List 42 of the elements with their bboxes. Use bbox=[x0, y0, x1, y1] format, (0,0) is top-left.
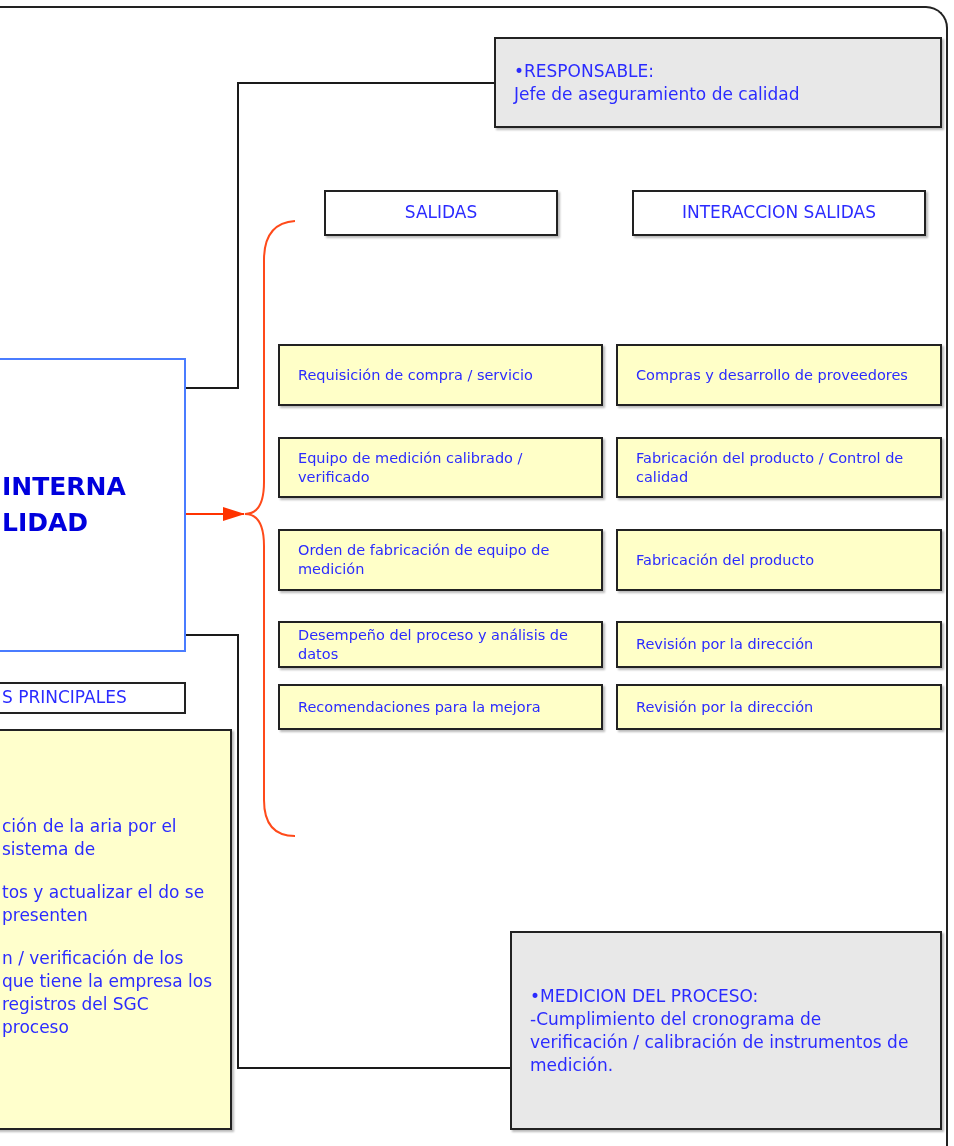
box-text: tos y actualizar el do se presenten bbox=[2, 881, 206, 927]
box-text: Revisión por la dirección bbox=[636, 697, 815, 717]
output-box bbox=[616, 344, 942, 406]
output-box bbox=[616, 621, 942, 668]
curly-brace bbox=[244, 220, 296, 837]
box-text: Desempeño del proceso y análisis de datos bbox=[298, 625, 569, 664]
info-box bbox=[494, 37, 942, 128]
box-text: Requisición de compra / servicio bbox=[298, 365, 534, 385]
info-box bbox=[510, 931, 942, 1130]
output-box bbox=[278, 344, 603, 406]
arrow bbox=[185, 507, 245, 521]
box-text: n / verificación de los que tiene la empresa los registros del SGC proceso bbox=[2, 947, 213, 1039]
box-text: Jefe de aseguramiento de calidad bbox=[514, 82, 801, 106]
box-text: SALIDAS bbox=[404, 201, 478, 225]
box-text: Revisión por la dirección bbox=[636, 635, 815, 654]
output-box bbox=[278, 684, 603, 730]
box-text: Equipo de medición calibrado / verificado bbox=[298, 448, 524, 487]
section-header bbox=[0, 682, 186, 714]
box-text: Recomendaciones para la mejora bbox=[298, 697, 542, 717]
process-box bbox=[0, 358, 186, 652]
output-box bbox=[616, 684, 942, 730]
box-text: ción de la aria por el sistema de bbox=[2, 815, 178, 861]
column-header bbox=[632, 190, 926, 236]
box-text: Orden de fabricación de equipo de medición bbox=[298, 541, 551, 579]
output-box bbox=[278, 621, 603, 668]
connector-line bbox=[185, 634, 511, 1069]
output-box bbox=[616, 437, 942, 498]
box-text: Compras y desarrollo de proveedores bbox=[636, 365, 909, 385]
box-text: -Cumplimiento del cronograma de verificación / calibración de instrumentos de medición. bbox=[530, 1007, 910, 1077]
box-text: S PRINCIPALES bbox=[2, 686, 127, 710]
column-header bbox=[324, 190, 558, 236]
connector-line bbox=[185, 82, 495, 389]
output-box bbox=[278, 437, 603, 498]
box-text: INTERACCION SALIDAS bbox=[682, 201, 876, 225]
output-box bbox=[278, 529, 603, 591]
box-text: Fabricación del producto / Control de calidad bbox=[636, 448, 905, 487]
box-heading: •RESPONSABLE: bbox=[514, 59, 656, 83]
activity-box bbox=[0, 729, 232, 1130]
box-text: Fabricación del producto bbox=[636, 550, 816, 570]
box-text: INTERNA LIDAD bbox=[2, 471, 127, 539]
output-box bbox=[616, 529, 942, 591]
box-heading: •MEDICION DEL PROCESO: bbox=[530, 984, 760, 1008]
